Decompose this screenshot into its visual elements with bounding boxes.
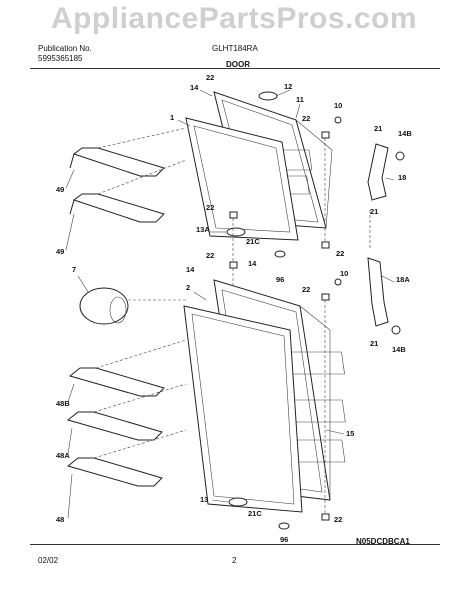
callout-18: 18 (398, 173, 406, 182)
hardware (226, 91, 405, 530)
callout-labels: 22 14 12 11 10 22 1 21 14B 18 49 22 21 1… (56, 73, 412, 544)
callout-96-bottom: 96 (280, 535, 288, 544)
watermark: AppliancePartsPros.com (50, 2, 418, 35)
callout-22-bottom: 22 (334, 515, 342, 524)
callout-13a: 13A (196, 225, 210, 234)
callout-15: 15 (346, 429, 354, 438)
callout-49-b: 49 (56, 247, 64, 256)
callout-10: 10 (334, 101, 342, 110)
callout-1: 1 (170, 113, 174, 122)
callout-13: 13 (200, 495, 208, 504)
callout-22-lower-right: 22 (302, 285, 310, 294)
callout-48b: 48B (56, 399, 70, 408)
callout-14b-top: 14B (398, 129, 412, 138)
callout-21-mid: 21 (370, 207, 378, 216)
footer-rule (30, 544, 440, 545)
publication-number: 5995365185 (38, 54, 83, 63)
callout-11: 11 (296, 95, 304, 104)
footer-date: 02/02 (38, 556, 59, 565)
callout-2: 2 (186, 283, 190, 292)
callout-96-top: 96 (276, 275, 284, 284)
callout-18a: 18A (396, 275, 410, 284)
callout-14-right: 14 (248, 259, 257, 268)
model-number: GLHT184RA (212, 44, 258, 53)
callout-22-right: 22 (336, 249, 344, 258)
callout-22-top: 22 (206, 73, 214, 82)
callout-21c-lower: 21C (248, 509, 262, 518)
callout-22-lower: 22 (206, 251, 214, 260)
fresh-food-gasket (183, 305, 303, 513)
callout-48: 48 (56, 515, 64, 524)
callout-22-mid: 22 (206, 203, 214, 212)
header-rule (30, 68, 440, 69)
callout-14-lower: 14 (186, 265, 195, 274)
callout-22: 22 (302, 114, 310, 123)
section-title: DOOR (226, 60, 250, 69)
callout-21-top: 21 (374, 124, 382, 133)
callout-12: 12 (284, 82, 292, 91)
callout-10-lower: 10 (340, 269, 348, 278)
callout-21c-top: 21C (246, 237, 260, 246)
egg-container-7 (79, 287, 186, 325)
callout-7: 7 (72, 265, 76, 274)
callout-21-lower: 21 (370, 339, 378, 348)
freezer-shelves-49 (69, 127, 187, 223)
fresh-food-shelves (66, 339, 187, 487)
callout-48a: 48A (56, 451, 70, 460)
publication-label: Publication No. (38, 44, 92, 53)
footer-code: N05DCDBCA1 (356, 537, 410, 546)
footer-page: 2 (232, 556, 237, 565)
leader-lines (65, 89, 395, 519)
freezer-gasket (185, 117, 299, 241)
hinge-18 (367, 143, 389, 201)
callout-14: 14 (190, 83, 199, 92)
callout-14b-lower: 14B (392, 345, 406, 354)
hinge-18a (367, 257, 389, 327)
callout-49-a: 49 (56, 185, 64, 194)
